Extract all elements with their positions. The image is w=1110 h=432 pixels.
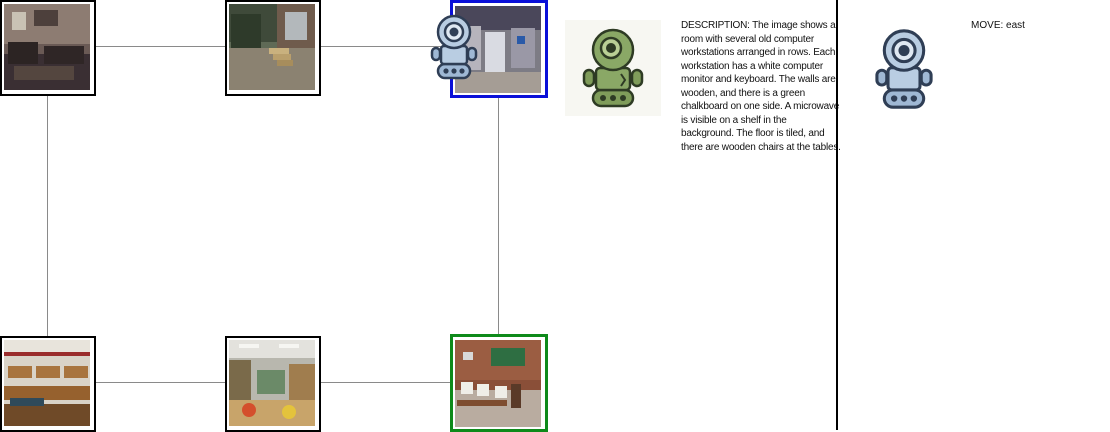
computer-lab-thumbnail: [455, 340, 541, 427]
backyard-thumbnail: [229, 4, 315, 90]
map-edge: [319, 382, 450, 383]
observer-avatar: [565, 20, 661, 116]
map-node-backyard[interactable]: [225, 0, 321, 96]
living-room-thumbnail: [4, 4, 90, 90]
navigation-map: [0, 0, 548, 432]
map-edge: [319, 46, 451, 47]
map-edge: [47, 94, 48, 337]
blue-robot-icon: [430, 14, 478, 80]
blue-robot-icon: [875, 29, 933, 109]
map-node-target[interactable]: [450, 334, 548, 432]
map-node-classroom-desks[interactable]: [0, 336, 96, 432]
classroom-desks-thumbnail: [4, 340, 90, 426]
kindergarten-thumbnail: [229, 340, 315, 426]
description-text: DESCRIPTION: The image shows a room with…: [681, 20, 841, 153]
map-node-living-room[interactable]: [0, 0, 96, 96]
scene-description: DESCRIPTION: The image shows a room with…: [681, 19, 841, 154]
move-label: MOVE: east: [971, 20, 1025, 31]
map-edge: [94, 382, 226, 383]
green-robot-icon: [582, 28, 644, 108]
panel-divider: [836, 0, 838, 430]
map-node-kindergarten[interactable]: [225, 336, 321, 432]
map-edge: [94, 46, 226, 47]
map-edge: [498, 96, 499, 334]
